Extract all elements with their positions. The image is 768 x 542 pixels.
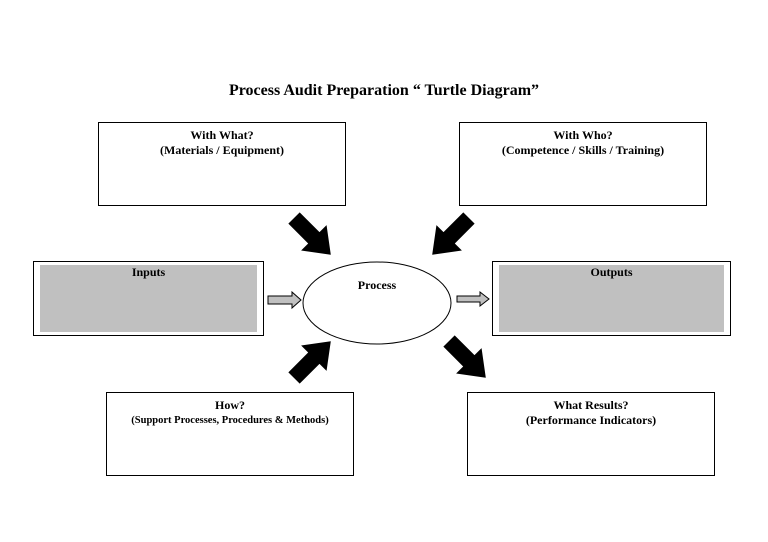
how-subtitle: (Support Processes, Procedures & Methods… [131,415,329,426]
process-to-output-arrow [456,290,490,308]
what-results-subtitle: (Performance Indicators) [525,413,657,427]
with-what-box: With What? (Materials / Equipment) [98,122,346,206]
what-results-heading: What Results? [553,398,629,412]
how-arrow [288,341,331,384]
with-who-box: With Who? (Competence / Skills / Trainin… [459,122,707,206]
with-what-subtitle: (Materials / Equipment) [160,143,284,157]
diagram-title: Process Audit Preparation “ Turtle Diagr… [228,82,540,99]
inputs-box: Inputs [33,261,264,336]
what-results-box: What Results? (Performance Indicators) [467,392,715,476]
outputs-box: Outputs [492,261,731,336]
input-to-process-arrow [267,290,302,310]
with-who-subtitle: (Competence / Skills / Training) [501,143,665,157]
with-who-arrow [432,212,475,255]
outputs-heading: Outputs [499,265,724,332]
how-heading: How? [215,398,245,412]
what-results-arrow [443,335,486,378]
inputs-heading: Inputs [40,265,257,332]
process-label: Process [357,278,397,292]
with-what-arrow [288,212,331,255]
process-ellipse [302,261,452,345]
with-who-heading: With Who? [553,128,613,142]
with-what-heading: With What? [190,128,254,142]
how-box: How? (Support Processes, Procedures & Me… [106,392,354,476]
